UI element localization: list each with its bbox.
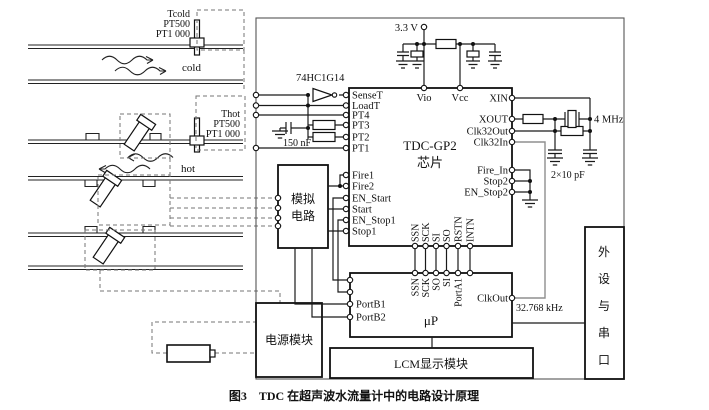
figure-caption: 图3 TDC 在超声波水流量计中的电路设计原理 bbox=[229, 388, 479, 403]
dashed-links bbox=[84, 9, 281, 354]
tdc-pin-intn: INTN bbox=[466, 218, 477, 242]
analog-title-1: 模拟 bbox=[291, 192, 315, 206]
tdc-pin-vio: Vio bbox=[416, 93, 431, 104]
tdc-pin-stop1: Stop1 bbox=[352, 227, 377, 238]
mcu-pin-clkout: ClkOut bbox=[477, 294, 508, 305]
sensor-input-wires bbox=[256, 94, 346, 149]
crystal-4mhz bbox=[567, 109, 577, 129]
resistor-pt2 bbox=[312, 131, 336, 143]
tdc-pin-pt3: PT3 bbox=[352, 121, 370, 132]
cap150-label: 150 nF bbox=[283, 138, 312, 149]
tdc-pin-enstop1: EN_Stop1 bbox=[352, 216, 396, 227]
pipe-mounting-bosses bbox=[84, 132, 162, 233]
spi-bus-wires bbox=[414, 246, 471, 273]
supply-filter-wires bbox=[397, 29, 501, 88]
mcu-pin-si: SI bbox=[442, 278, 453, 287]
junction-dots bbox=[306, 42, 592, 194]
tcold-label-3: PT1 000 bbox=[156, 29, 190, 40]
tdc-pin-start: Start bbox=[352, 205, 372, 216]
tcold-label-1: Tcold bbox=[167, 9, 190, 20]
tdc-pin-si: SI bbox=[432, 233, 443, 242]
mcu-pin-sck: SCK bbox=[421, 277, 432, 297]
ultrasonic-transducer-lower bbox=[89, 169, 123, 208]
tdc-pin-senset: SenseT bbox=[352, 91, 383, 102]
inverter-label: 74HC1G14 bbox=[296, 73, 345, 84]
peripheral-char-4: 串 bbox=[598, 326, 610, 340]
mcu-pin-so: SO bbox=[432, 278, 443, 291]
thot-label-2: PT500 bbox=[213, 119, 240, 130]
tdc-pin-ssn: SSN bbox=[411, 224, 422, 242]
tdc-pin-pt2: PT2 bbox=[352, 133, 370, 144]
thot-label-1: Thot bbox=[221, 109, 240, 120]
mcu-pin-ssn: SSN bbox=[411, 278, 422, 296]
tdc-name: TDC-GP2 bbox=[403, 138, 456, 153]
peripheral-char-1: 外 bbox=[598, 245, 610, 259]
stop2-ground-wire bbox=[512, 169, 531, 200]
peripheral-box bbox=[584, 226, 625, 380]
ground-symbols bbox=[272, 60, 598, 208]
battery bbox=[166, 344, 216, 363]
mcu-name: μP bbox=[424, 313, 438, 328]
supply-cap-box-right bbox=[466, 50, 480, 58]
analog-title-2: 电路 bbox=[291, 208, 315, 223]
tdc-pin-stop2: Stop2 bbox=[483, 177, 508, 188]
schmitt-inverter bbox=[312, 87, 338, 103]
clock-freq-label: 32.768 kHz bbox=[516, 303, 563, 314]
peripheral-char-3: 与 bbox=[598, 299, 610, 313]
clk32-loop-wire bbox=[512, 141, 546, 299]
lcm-module-title: LCM显示模块 bbox=[394, 357, 468, 371]
supply-cap-box-left bbox=[410, 50, 424, 58]
tdc-pin-fire2: Fire2 bbox=[352, 182, 374, 193]
pin-circles bbox=[252, 23, 516, 321]
power-module-title: 电源模块 bbox=[265, 333, 313, 347]
load-caps-label: 2×10 pF bbox=[551, 170, 585, 181]
thot-probe bbox=[189, 117, 205, 153]
crystal-freq-label: 4 MHz bbox=[594, 115, 624, 126]
thot-label-3: PT1 000 bbox=[206, 129, 240, 140]
hot-flow-label: hot bbox=[181, 163, 195, 175]
tdc-pin-clk32in: Clk32In bbox=[474, 138, 509, 149]
mcu-pin-portb2: PortB2 bbox=[356, 313, 386, 324]
cold-flow-label: cold bbox=[182, 62, 201, 74]
supply-label: 3.3 V bbox=[395, 23, 419, 34]
peripheral-char-2: 设 bbox=[598, 272, 610, 286]
peripheral-char-5: 口 bbox=[598, 353, 610, 367]
tdc-pin-loadt: LoadT bbox=[352, 101, 381, 112]
tdc-pin-xin: XIN bbox=[489, 94, 508, 105]
tdc-pin-sck: SCK bbox=[421, 222, 432, 242]
pipe-walls bbox=[28, 44, 243, 271]
tdc-pin-vcc: Vcc bbox=[452, 93, 469, 104]
xout-resistor bbox=[522, 113, 544, 125]
tcold-label-2: PT500 bbox=[163, 19, 190, 30]
tdc-pin-xout: XOUT bbox=[479, 115, 509, 126]
flow-arrow-cold bbox=[101, 55, 167, 76]
tdc-pin-fire1: Fire1 bbox=[352, 171, 374, 182]
analog-wires bbox=[294, 174, 350, 318]
tdc-pin-clk32out: Clk32Out bbox=[467, 127, 509, 138]
ultrasonic-transducer-return bbox=[92, 226, 126, 265]
power-module-box bbox=[255, 302, 323, 378]
resistor-pt3 bbox=[312, 119, 336, 131]
supply-resistor bbox=[435, 38, 457, 50]
tdc-pin-enstop2: EN_Stop2 bbox=[464, 188, 508, 199]
tdc-pin-so: SO bbox=[442, 229, 453, 242]
crystal-wires bbox=[512, 97, 597, 158]
tdc-pin-firein: Fire_In bbox=[477, 166, 509, 177]
tdc-pin-pt4: PT4 bbox=[352, 111, 370, 122]
tdc-pin-rstn: RSTN bbox=[454, 216, 465, 242]
flow-arrow-hot bbox=[98, 153, 174, 174]
board-outline bbox=[255, 17, 625, 380]
tdc-pin-pt1: PT1 bbox=[352, 144, 370, 155]
mcu-pin-portb1: PortB1 bbox=[356, 300, 386, 311]
analog-circuit-box bbox=[277, 164, 329, 249]
tdc-subtitle: 芯片 bbox=[417, 155, 443, 170]
mcu-pin-porta1: PortA1 bbox=[454, 278, 465, 307]
ultrasonic-transducer-upper bbox=[123, 113, 157, 152]
tdc-pin-enstart: EN_Start bbox=[352, 194, 391, 205]
